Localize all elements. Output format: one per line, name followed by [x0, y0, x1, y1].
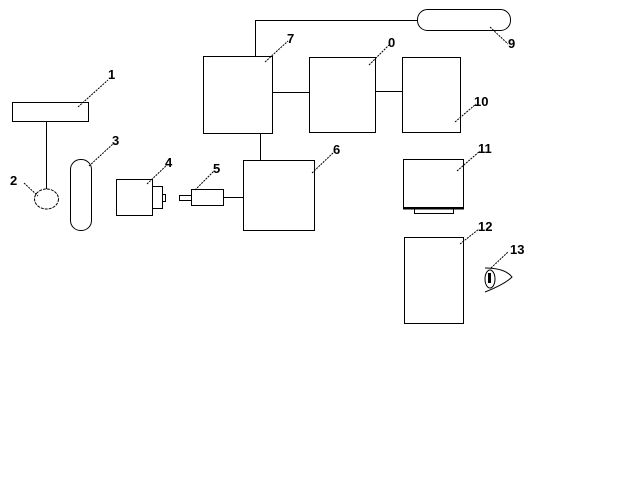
- component-4-lens: [152, 186, 163, 209]
- label-7: 7: [287, 31, 294, 46]
- label-11: 11: [478, 141, 492, 156]
- label-2: 2: [10, 173, 17, 188]
- leader-8: [368, 44, 390, 66]
- label-12: 12: [478, 219, 492, 234]
- component-8-box: [309, 57, 376, 133]
- eye-icon: [484, 267, 513, 293]
- component-9-capsule: [417, 9, 511, 31]
- component-12-box: [404, 237, 464, 324]
- label-6: 6: [333, 142, 340, 157]
- leader-13: [490, 251, 509, 269]
- leader-6: [311, 151, 335, 174]
- component-4-tip: [162, 194, 166, 202]
- label-1: 1: [108, 67, 115, 82]
- leader-2: [23, 182, 39, 197]
- leader-12: [459, 228, 480, 245]
- component-11-box: [403, 159, 464, 208]
- label-3: 3: [112, 133, 119, 148]
- label-13: 13: [510, 242, 524, 257]
- leader-10: [454, 103, 477, 123]
- component-7-box: [203, 56, 273, 134]
- component-5-stub: [179, 195, 192, 201]
- label-8: 0: [388, 35, 395, 50]
- component-2-ellipse: [34, 188, 59, 210]
- component-4-box: [116, 179, 153, 216]
- component-10-box: [402, 57, 461, 133]
- component-3-capsule: [70, 159, 92, 231]
- connector-7-9: [255, 20, 418, 56]
- label-5: 5: [213, 161, 220, 176]
- component-5-box: [191, 189, 224, 206]
- label-10: 10: [474, 94, 488, 109]
- leader-7: [264, 40, 289, 63]
- label-4: 4: [165, 155, 173, 170]
- component-1-box: [12, 102, 89, 122]
- leader-3: [88, 142, 115, 167]
- component-6-box: [243, 160, 315, 231]
- leader-9: [489, 26, 509, 45]
- leader-1: [77, 79, 109, 108]
- leader-11: [456, 150, 481, 172]
- leader-4: [146, 163, 169, 185]
- label-9: 9: [508, 36, 515, 51]
- leader-5: [194, 170, 215, 191]
